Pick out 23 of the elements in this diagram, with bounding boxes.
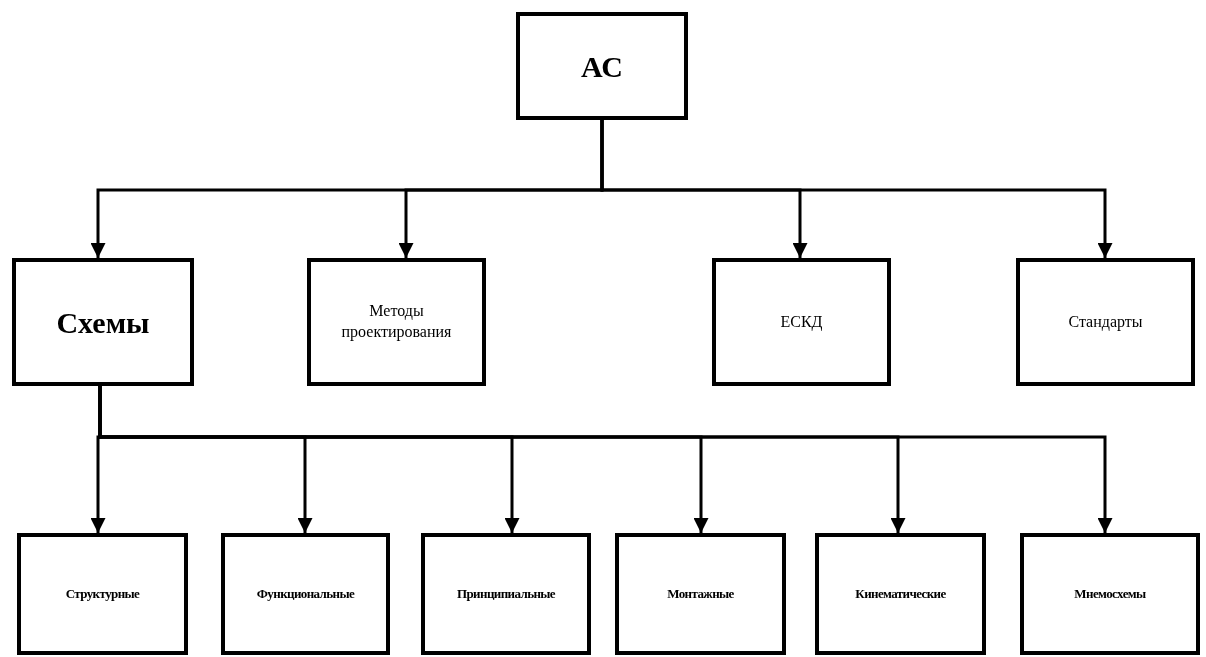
node-box: [307, 258, 486, 386]
node-label: Методы проектирования: [340, 301, 453, 343]
node-box: [1020, 533, 1200, 655]
node-label: Кинематические: [855, 585, 946, 603]
node-box: [1016, 258, 1195, 386]
node-label: Функциональные: [256, 585, 355, 603]
node-label: Мнемосхемы: [1074, 585, 1146, 603]
node-label: АС: [581, 48, 623, 85]
node-label: Стандарты: [1068, 311, 1143, 333]
node-box: [712, 258, 891, 386]
node-label: Монтажные: [667, 585, 734, 603]
node-box: [221, 533, 390, 655]
connector-arrow: [600, 120, 1113, 258]
node-label: ЕСКД: [780, 311, 823, 333]
node-label: Принципиальные: [456, 585, 556, 603]
node-box: [421, 533, 591, 655]
node-box: [12, 258, 194, 386]
node-box: [516, 12, 688, 120]
node-box: [615, 533, 786, 655]
node-box: [17, 533, 188, 655]
node-box: [815, 533, 986, 655]
node-label: Структурные: [65, 585, 140, 603]
node-label: Схемы: [56, 304, 150, 341]
